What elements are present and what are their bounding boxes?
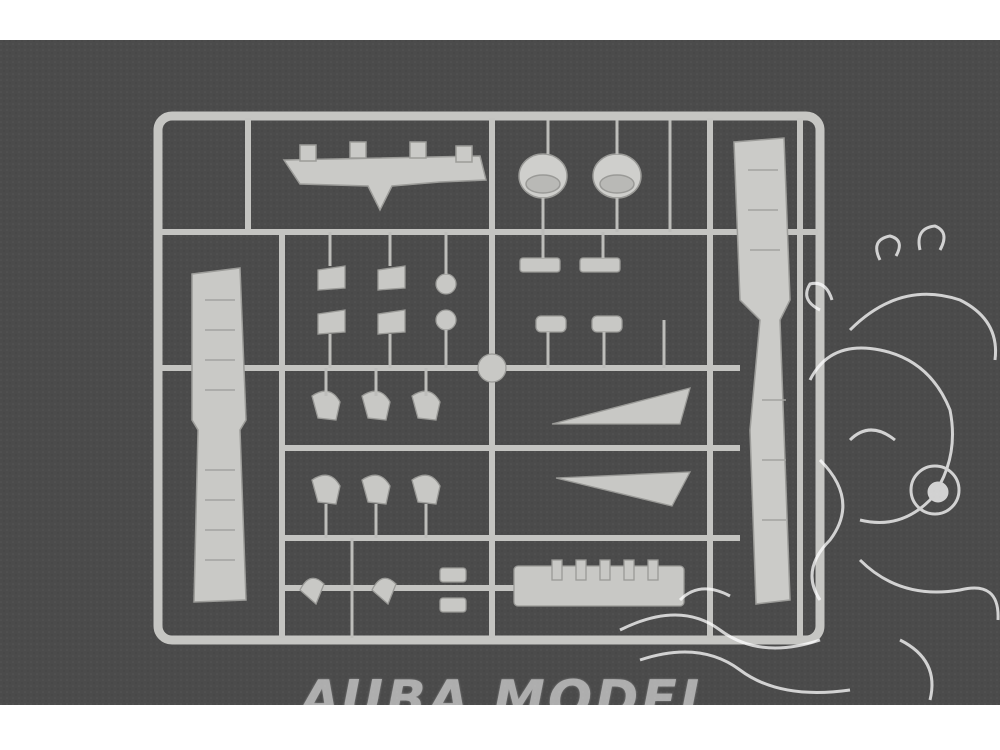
watermark-text: AUBA MODEL <box>300 670 716 730</box>
left-long-part <box>191 267 247 603</box>
small-parts <box>299 257 692 613</box>
right-long-part <box>733 137 791 605</box>
sprue-frame <box>153 111 825 645</box>
gate-stubs <box>324 120 672 638</box>
cartoon-character-watermark <box>619 224 1000 701</box>
top-beam-part <box>282 141 487 212</box>
